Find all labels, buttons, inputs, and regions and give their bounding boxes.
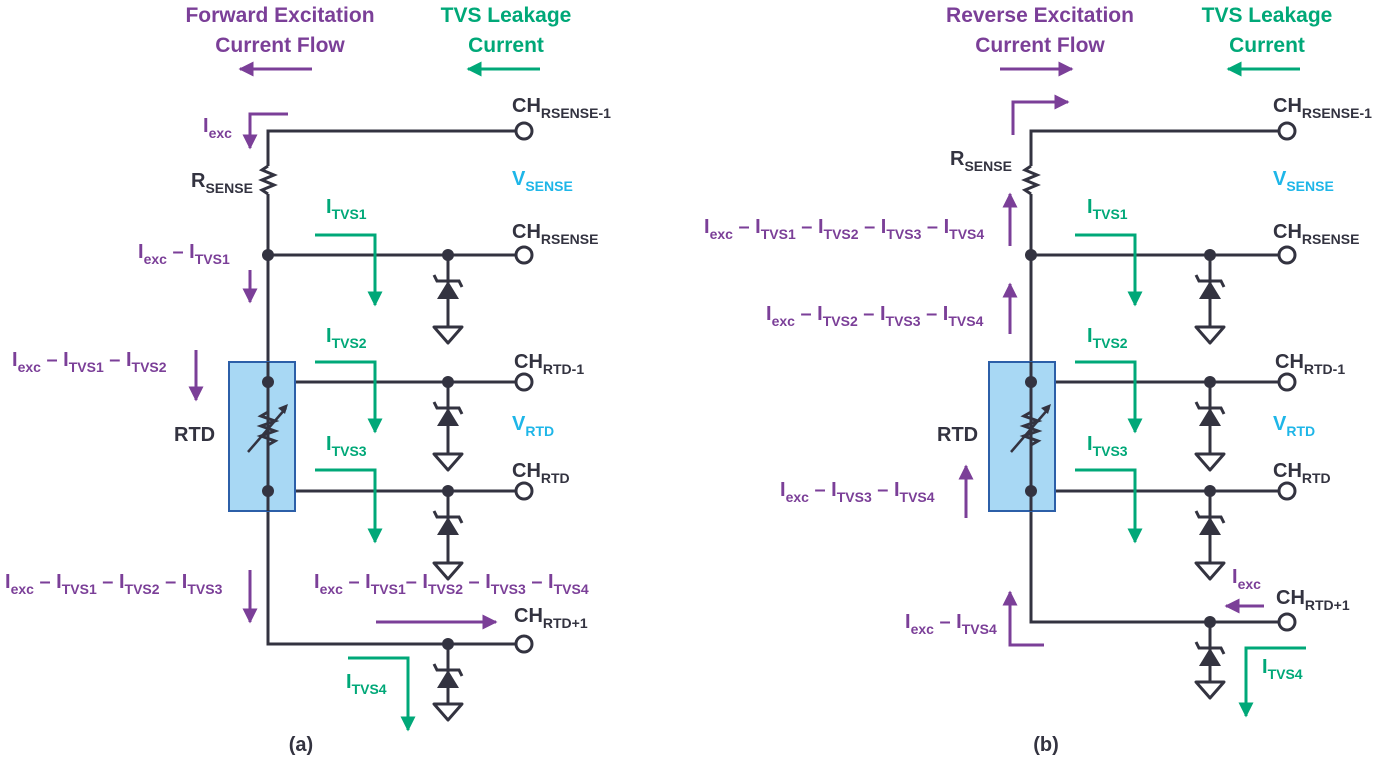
header-leakage-line2: Current: [1229, 34, 1305, 57]
channel-label: CHRSENSE: [512, 221, 598, 247]
panel-a: Forward Excitation Current Flow TVS Leak…: [5, 4, 611, 756]
panel-a-caption: (a): [289, 734, 313, 756]
rsense-resistor: [258, 164, 278, 196]
header-excitation-line1: Forward Excitation: [185, 4, 374, 27]
v-rtd-label: VRTD: [1273, 413, 1315, 439]
terminal-rtd: [1277, 481, 1297, 501]
terminal-rtd-1: [1277, 372, 1297, 392]
current-label-3: Iexc – ITVS1 – ITVS2 – ITVS3: [5, 571, 223, 597]
terminal-rsense-1: [514, 121, 534, 141]
tvs-diode-3: [432, 491, 464, 581]
rsense-label: RSENSE: [950, 148, 1012, 174]
tvs3-label: ITVS3: [326, 433, 367, 459]
terminal-rsense-1: [1277, 121, 1297, 141]
tvs-diode-3: [1194, 491, 1226, 581]
tvs-diode-4: [432, 644, 464, 722]
tvs4-label: ITVS4: [1262, 656, 1303, 682]
v-sense-label: VSENSE: [1273, 168, 1334, 194]
junction: [262, 249, 274, 261]
junction: [1025, 376, 1037, 388]
rtd-label: RTD: [174, 424, 215, 446]
panel-b: Reverse Excitation Current Flow TVS Leak…: [704, 4, 1372, 756]
rsense-label: RSENSE: [191, 170, 253, 196]
tvs-diode-1: [432, 255, 464, 345]
junction: [262, 376, 274, 388]
rtd-box: [228, 361, 296, 512]
channel-label: CHRSENSE-1: [512, 95, 611, 121]
channel-label: CHRTD+1: [514, 605, 588, 631]
tvs4-label: ITVS4: [346, 671, 387, 697]
v-rtd-label: VRTD: [512, 413, 554, 439]
rsense-resistor: [1021, 164, 1041, 196]
terminal-rsense: [514, 245, 534, 265]
current-label-4: Iexc – ITVS4: [905, 611, 997, 637]
header-leakage-line2: Current: [468, 34, 544, 57]
current-label-2: Iexc – ITVS2 – ITVS3 – ITVS4: [766, 303, 984, 329]
tvs2-leakage-arrow: [1075, 360, 1143, 434]
header-excitation-line1: Reverse Excitation: [946, 4, 1134, 27]
tvs3-leakage-arrow: [315, 468, 383, 544]
rtd-variable-arrow: [1010, 407, 1050, 453]
tvs3-leakage-arrow: [1075, 468, 1143, 544]
current-label-2: Iexc – ITVS1 – ITVS2: [12, 349, 167, 375]
tvs4-leakage-arrow: [348, 656, 416, 732]
header-leakage-line1: TVS Leakage: [441, 4, 572, 27]
wire-main: [266, 194, 515, 646]
current-label-4: Iexc – ITVS1– ITVS2 – ITVS3 – ITVS4: [314, 571, 589, 597]
junction: [262, 485, 274, 497]
tvs4-leakage-arrow: [1238, 646, 1306, 718]
v-sense-label: VSENSE: [512, 168, 573, 194]
terminal-rtd-plus-1: [1277, 612, 1297, 632]
channel-label: CHRTD: [512, 460, 570, 486]
tvs1-label: ITVS1: [326, 196, 367, 222]
tvs1-leakage-arrow: [315, 233, 383, 307]
iexc-label: Iexc: [203, 115, 232, 141]
channel-label: CHRTD-1: [514, 351, 584, 377]
terminal-rtd: [514, 481, 534, 501]
tvs-diode-2: [432, 382, 464, 472]
tvs2-label: ITVS2: [326, 325, 367, 351]
tvs-diode-4: [1194, 622, 1226, 700]
current-label-1: Iexc – ITVS1: [138, 241, 230, 267]
channel-label: CHRSENSE-1: [1273, 95, 1372, 121]
header-excitation-line2: Current Flow: [975, 34, 1105, 57]
header-excitation-line2: Current Flow: [215, 34, 345, 57]
tvs1-leakage-arrow: [1075, 233, 1143, 307]
channel-label: CHRTD: [1273, 460, 1331, 486]
wire-main: [1029, 194, 1278, 624]
channel-label: CHRSENSE: [1273, 221, 1359, 247]
tvs3-label: ITVS3: [1087, 433, 1128, 459]
wire-top: [266, 129, 515, 166]
iexc-entry-arrow: [242, 112, 288, 150]
terminal-rsense: [1277, 245, 1297, 265]
rtd-variable-arrow: [247, 407, 287, 453]
current-label-3: Iexc – ITVS3 – ITVS4: [780, 479, 935, 505]
iexc-exit-arrow: [1011, 94, 1070, 135]
panel-b-caption: (b): [1033, 734, 1059, 756]
terminal-rtd-1: [514, 372, 534, 392]
current-label-1: Iexc – ITVS1 – ITVS2 – ITVS3 – ITVS4: [704, 216, 984, 242]
current-arrow-4: [1002, 590, 1044, 647]
tvs-diode-1: [1194, 255, 1226, 345]
tvs1-label: ITVS1: [1087, 196, 1128, 222]
junction: [1025, 249, 1037, 261]
tvs2-label: ITVS2: [1087, 325, 1128, 351]
rtd-variable-arrowhead: [1041, 404, 1051, 414]
terminal-rtd-plus-1: [514, 634, 534, 654]
tvs2-leakage-arrow: [315, 360, 383, 434]
tvs-diode-2: [1194, 382, 1226, 472]
rtd-label: RTD: [937, 424, 978, 446]
header-leakage-line1: TVS Leakage: [1202, 4, 1333, 27]
junction: [1025, 485, 1037, 497]
channel-label: CHRTD-1: [1275, 351, 1345, 377]
iexc-label: Iexc: [1232, 566, 1261, 592]
wire-top: [1029, 129, 1278, 166]
channel-label: CHRTD+1: [1276, 587, 1350, 613]
rtd-variable-arrowhead: [278, 404, 288, 414]
